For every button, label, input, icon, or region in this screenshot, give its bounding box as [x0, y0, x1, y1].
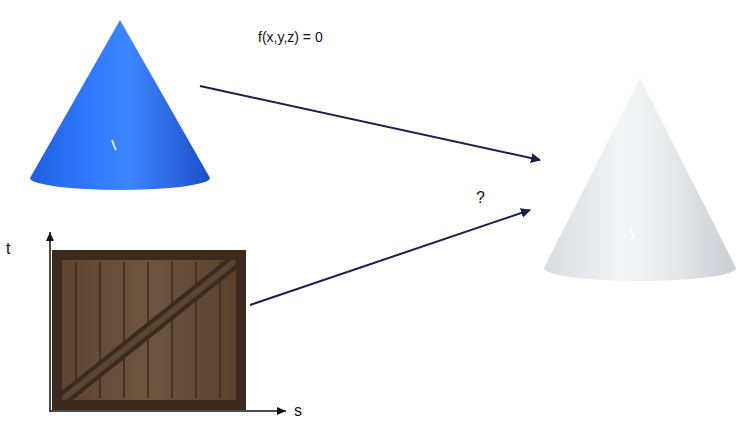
white-cone: [544, 78, 736, 281]
crate-texture: [52, 250, 246, 410]
s-axis: [49, 410, 286, 412]
mapping-arrow: [250, 210, 530, 305]
blue-cone: [30, 20, 210, 190]
mapping-arrow: [200, 86, 540, 160]
t-axis: [49, 232, 51, 411]
equation-label: f(x,y,z) = 0: [258, 29, 323, 45]
axis-label: t: [6, 240, 10, 258]
question-mark: ?: [476, 189, 485, 207]
axis-label: s: [294, 402, 302, 420]
